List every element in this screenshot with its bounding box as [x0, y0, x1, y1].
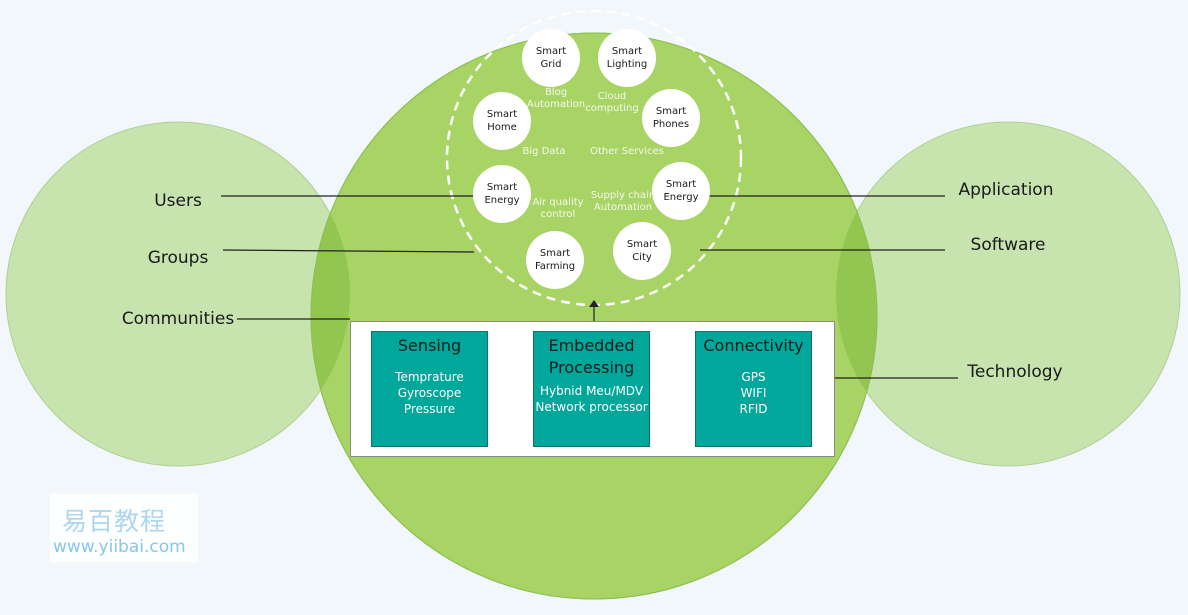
connectivity-item: RFID [739, 402, 768, 416]
connectivity-title: Connectivity [703, 336, 804, 355]
technology-panel: Sensing Temprature Gyroscope Pressure Em… [350, 321, 835, 457]
embedded-processing-block: Embedded Processing Hybnid Meu/MDV Netwo… [533, 331, 650, 447]
service-line: Big Data [522, 146, 566, 157]
node-line: Home [487, 122, 517, 133]
iot-center-outline [310, 32, 878, 600]
node-line: Smart [539, 248, 571, 259]
node-line: Energy [663, 192, 699, 203]
service-other-services: Other Services [590, 146, 664, 158]
node-line: Grid [540, 59, 562, 70]
label-application: Application [958, 180, 1054, 200]
node-line: Smart [611, 46, 643, 57]
label-groups: Groups [147, 248, 209, 268]
sensing-item: Pressure [403, 402, 456, 416]
watermark-cn: 易百教程 [62, 507, 167, 536]
sensing-item: Gyroscope [397, 386, 462, 400]
label-users: Users [154, 191, 202, 211]
label-communities: Communities [121, 309, 235, 329]
node-line: Smart [626, 239, 658, 250]
embedded-processing-item: Hybnid Meu/MDV [539, 384, 644, 398]
embedded-processing-title: Embedded Processing [548, 336, 635, 377]
service-line: Blog [544, 87, 568, 98]
connectivity-items: GPS WIFI RFID [696, 369, 811, 417]
node-line: Energy [484, 195, 520, 206]
connectivity-item: GPS [741, 370, 766, 384]
watermark-url: www.yiibai.com [53, 537, 186, 557]
embedded-processing-item: Network processor [535, 400, 648, 414]
service-big-data: Big Data [522, 146, 565, 158]
node-line: Lighting [606, 59, 648, 70]
service-line: Automation [526, 99, 586, 110]
users-circle [5, 121, 351, 467]
service-line: Automation [593, 202, 653, 213]
node-line: Smart [486, 182, 518, 193]
node-line: Smart [535, 46, 567, 57]
node-line: Smart [665, 179, 697, 190]
node-line: Smart [655, 106, 687, 117]
node-line: City [632, 252, 652, 263]
node-line: Farming [534, 261, 576, 272]
arrow-head-icon [589, 300, 599, 307]
watermark: 易百教程 www.yiibai.com [50, 494, 198, 562]
application-circle [835, 121, 1181, 467]
sensing-block: Sensing Temprature Gyroscope Pressure [371, 331, 488, 447]
label-software: Software [970, 235, 1046, 255]
service-line: control [540, 209, 576, 220]
service-line: Air quality [532, 197, 584, 208]
sensing-items: Temprature Gyroscope Pressure [372, 369, 487, 417]
node-line: Phones [652, 119, 690, 130]
service-line: Supply chain [590, 190, 656, 201]
node-line: Smart [486, 109, 518, 120]
service-line: Other Services [590, 146, 664, 157]
label-technology: Technology [967, 362, 1063, 382]
service-line: Cloud [597, 91, 627, 102]
service-line: computing [585, 103, 639, 114]
connectivity-item: WIFI [740, 386, 767, 400]
sensing-title: Sensing [397, 336, 462, 355]
sensing-item: Temprature [395, 370, 464, 384]
embedded-processing-items: Hybnid Meu/MDV Network processor [534, 383, 649, 415]
groups-connector [222, 249, 475, 253]
connectivity-block: Connectivity GPS WIFI RFID [695, 331, 812, 447]
